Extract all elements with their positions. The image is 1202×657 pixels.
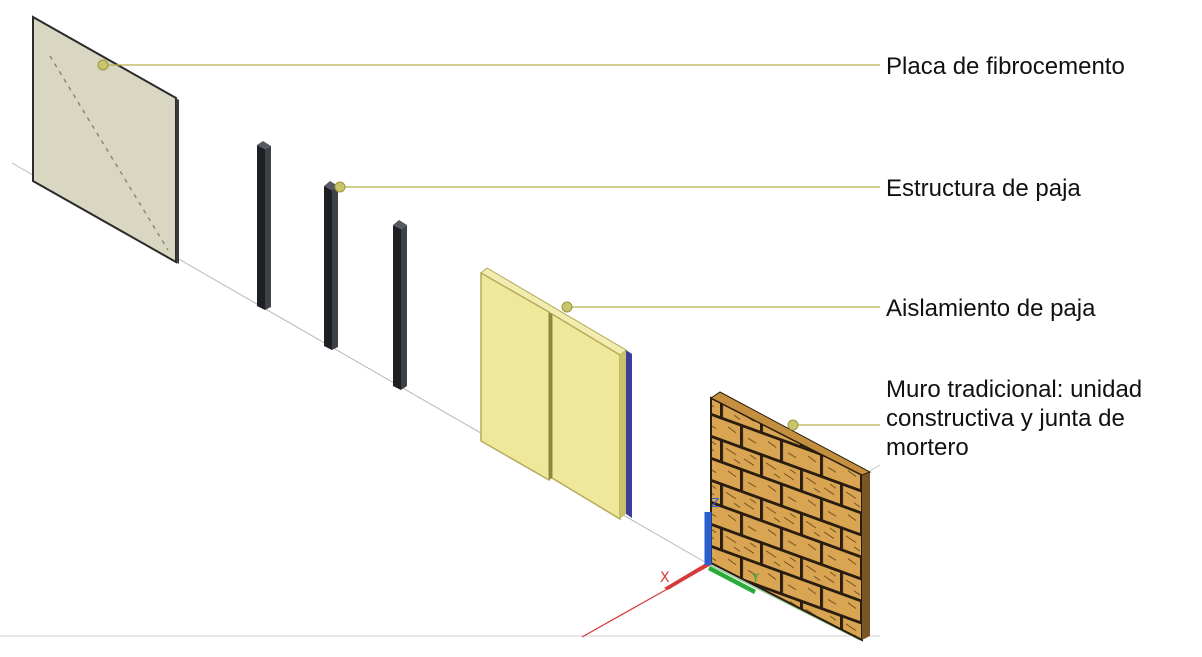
stud-3 [393, 220, 407, 390]
label-muro-line-3: mortero [886, 434, 969, 461]
leader-dots [97, 59, 799, 431]
label-estructura-paja: Estructura de paja [886, 175, 1081, 202]
fiber-cement-board [32, 15, 179, 264]
stud-2 [324, 181, 338, 350]
axis-x-marker: X [660, 570, 670, 586]
brick-wall [710, 391, 872, 642]
label-muro-line-2: constructiva y junta de [886, 405, 1125, 432]
label-aislamiento-paja: Aislamiento de paja [886, 295, 1096, 322]
label-muro-tradicional: Muro tradicional: unidad constructiva y … [886, 375, 1142, 462]
straw-insulation-panels [480, 267, 632, 521]
stud-1 [257, 141, 271, 310]
leader-lines [103, 64, 880, 426]
label-placa-fibrocemento: Placa de fibrocemento [886, 53, 1125, 80]
label-muro-line-1: Muro tradicional: unidad [886, 376, 1143, 403]
axis-z-marker: Z [711, 496, 719, 510]
axis-y-marker: Y [751, 571, 760, 585]
ucs-axis-icon: X Y Z [581, 496, 760, 638]
